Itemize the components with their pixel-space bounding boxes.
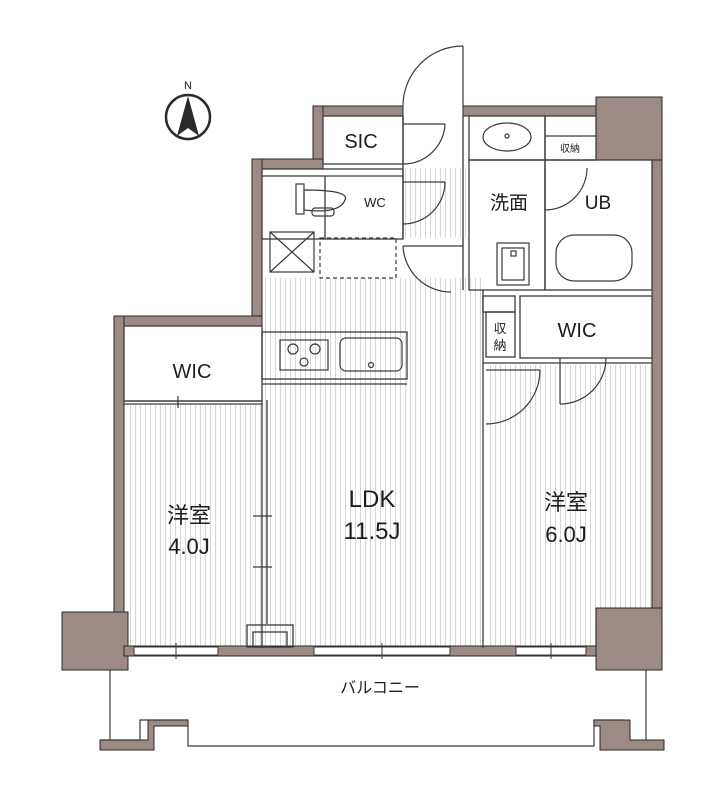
wic-right-label: WIC (558, 320, 597, 342)
floor-areas (126, 168, 652, 648)
compass: N (164, 80, 212, 141)
balcony-label: バルコニー (340, 680, 420, 697)
wall-wic-top (113, 315, 263, 327)
wall-wc-top (251, 158, 324, 170)
washer-drain (510, 250, 517, 257)
ub-room (544, 159, 653, 291)
washbasin-icon (482, 122, 532, 152)
balcony-wall-right (593, 719, 665, 751)
sink-icon (339, 337, 403, 372)
storage-dashed (319, 237, 397, 279)
swing-doors (402, 45, 607, 425)
wall-corner-bottom-left (61, 611, 129, 671)
entrance-door-arc (402, 45, 464, 107)
sic-door-arc (402, 123, 446, 165)
door-ticks (124, 396, 272, 568)
wall-corner-top-right (595, 96, 663, 161)
storage-mid-box (485, 311, 516, 358)
hall-door-arc (402, 245, 452, 293)
washer-pan-inner (501, 247, 525, 281)
ub-door-arc (544, 167, 588, 211)
washer-pan (496, 242, 530, 286)
toilet-seat-edge (311, 207, 335, 217)
wc-door-arc (402, 181, 446, 225)
wall-sic-left (312, 105, 324, 166)
bedroom-right-door-arc (485, 369, 541, 425)
wall-left-upper (251, 158, 263, 327)
wall-corner-bottom-right (595, 607, 663, 671)
bathtub-icon (555, 234, 633, 282)
storage-top-label: 収納 (560, 142, 580, 155)
wall-right (651, 159, 663, 616)
washroom-label: 洗面 (490, 192, 528, 214)
interior-walls (123, 115, 653, 648)
washbasin-drain-icon (504, 133, 510, 139)
kitchen-counter (261, 331, 408, 380)
storage-mid-label-1: 収 (493, 321, 506, 336)
ub-label: UB (585, 193, 611, 214)
ldk-name: LDK (349, 486, 396, 513)
balcony-wall-left (99, 719, 189, 751)
ldk-floor (263, 278, 483, 648)
sic-label: SIC (344, 131, 377, 153)
western-right-size: 6.0J (545, 522, 587, 547)
western-left-size: 4.0J (168, 534, 210, 559)
compass-north-label: N (184, 80, 192, 92)
wall-sic-top (312, 105, 404, 117)
burner-2-icon (309, 343, 321, 355)
toilet-bowl (303, 189, 347, 212)
western-left-floor (126, 405, 262, 648)
western-right-name: 洋室 (544, 490, 588, 515)
room-labels: SIC WC 収納 洗面 UB 収 納 WIC WIC 洋室 4.0J LDK … (167, 131, 611, 697)
balcony-walls (99, 719, 665, 751)
ldk-size: 11.5J (344, 518, 401, 545)
washroom (468, 159, 546, 291)
burner-3-icon (299, 357, 309, 367)
wc-label: WC (364, 195, 386, 210)
storage-mid-label-2: 納 (493, 338, 506, 353)
compass-ring (164, 93, 212, 141)
western-right-floor (486, 365, 652, 648)
fridge-cross-b (269, 231, 315, 273)
fridge-space (269, 231, 315, 273)
compass-arrow-icon (177, 96, 199, 136)
wic-left-label: WIC (173, 361, 212, 383)
windows (133, 643, 587, 659)
toilet-tank (295, 183, 305, 215)
wall-left (113, 315, 125, 617)
western-left-name: 洋室 (167, 503, 211, 528)
pillar-inner (252, 631, 288, 648)
corridor-step (482, 295, 516, 313)
stove-icon (279, 339, 329, 371)
wic-right-room (519, 295, 653, 359)
wall-top-right (462, 105, 597, 117)
hall-floor (403, 168, 469, 238)
sink-drain-icon (367, 361, 375, 369)
wic-right-door-arc (559, 357, 607, 405)
burner-1-icon (287, 343, 299, 355)
fixtures (269, 122, 633, 372)
